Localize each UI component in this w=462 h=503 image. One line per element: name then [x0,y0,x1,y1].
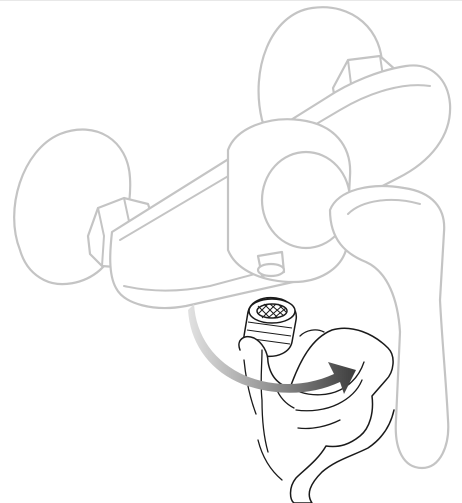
hand [239,328,394,503]
central-hub [228,119,350,282]
outlet-stub [258,252,284,276]
